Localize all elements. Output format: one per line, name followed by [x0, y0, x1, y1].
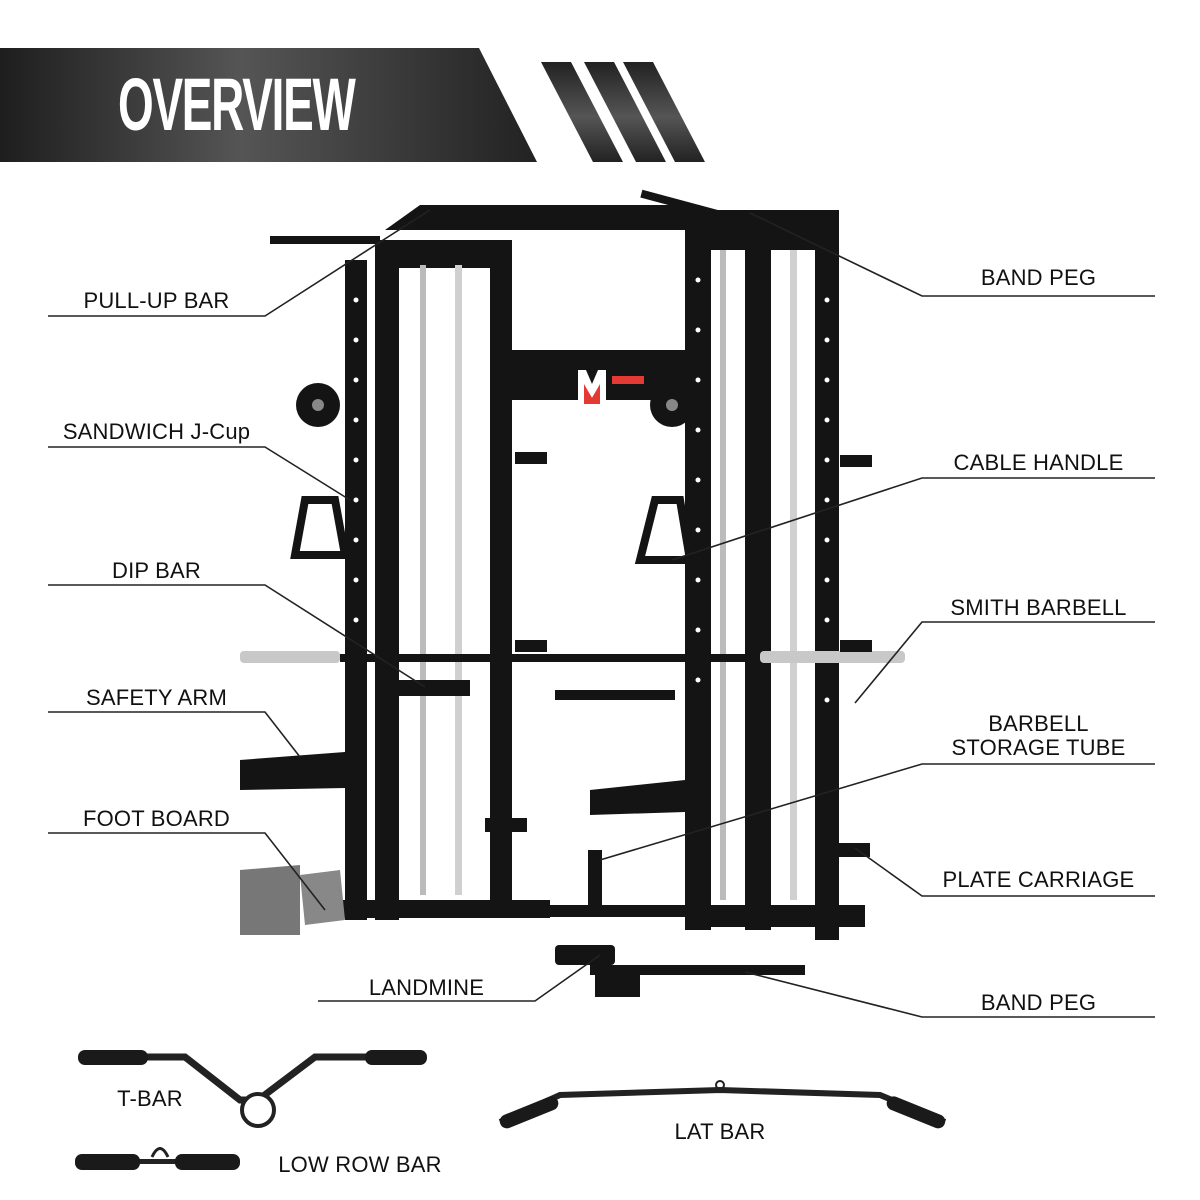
- label-band-peg-bottom: BAND PEG: [980, 990, 1097, 1015]
- label-lat-bar: LAT BAR: [674, 1119, 766, 1144]
- label-pull-up-bar: PULL-UP BAR: [83, 288, 230, 313]
- label-sandwich-j-cup: SANDWICH J-Cup: [62, 419, 251, 444]
- label-cable-handle: CABLE HANDLE: [953, 450, 1124, 475]
- label-barbell-storage-tube-line1: BARBELL: [988, 711, 1089, 736]
- page-title: OVERVIEW: [118, 63, 356, 146]
- label-safety-arm: SAFETY ARM: [86, 685, 227, 710]
- header-banner: [0, 48, 537, 162]
- label-band-peg-top: BAND PEG: [980, 265, 1097, 290]
- label-low-row-bar: LOW ROW BAR: [278, 1152, 442, 1177]
- brand-logo: [578, 370, 644, 410]
- label-barbell-storage-tube-line2: STORAGE TUBE: [951, 735, 1126, 760]
- low-row-bar-illustration: [75, 1147, 240, 1170]
- label-smith-barbell: SMITH BARBELL: [950, 595, 1127, 620]
- label-landmine: LANDMINE: [368, 975, 485, 1000]
- label-t-bar: T-BAR: [117, 1086, 183, 1111]
- header-stripes: [541, 62, 705, 162]
- label-dip-bar: DIP BAR: [111, 558, 202, 583]
- lat-bar-illustration: [498, 1080, 947, 1129]
- label-plate-carriage: PLATE CARRIAGE: [942, 867, 1135, 892]
- smith-machine-illustration: [240, 189, 905, 997]
- label-foot-board: FOOT BOARD: [82, 806, 231, 831]
- t-bar-illustration: [78, 1050, 427, 1128]
- leader-lines: [48, 209, 1155, 1018]
